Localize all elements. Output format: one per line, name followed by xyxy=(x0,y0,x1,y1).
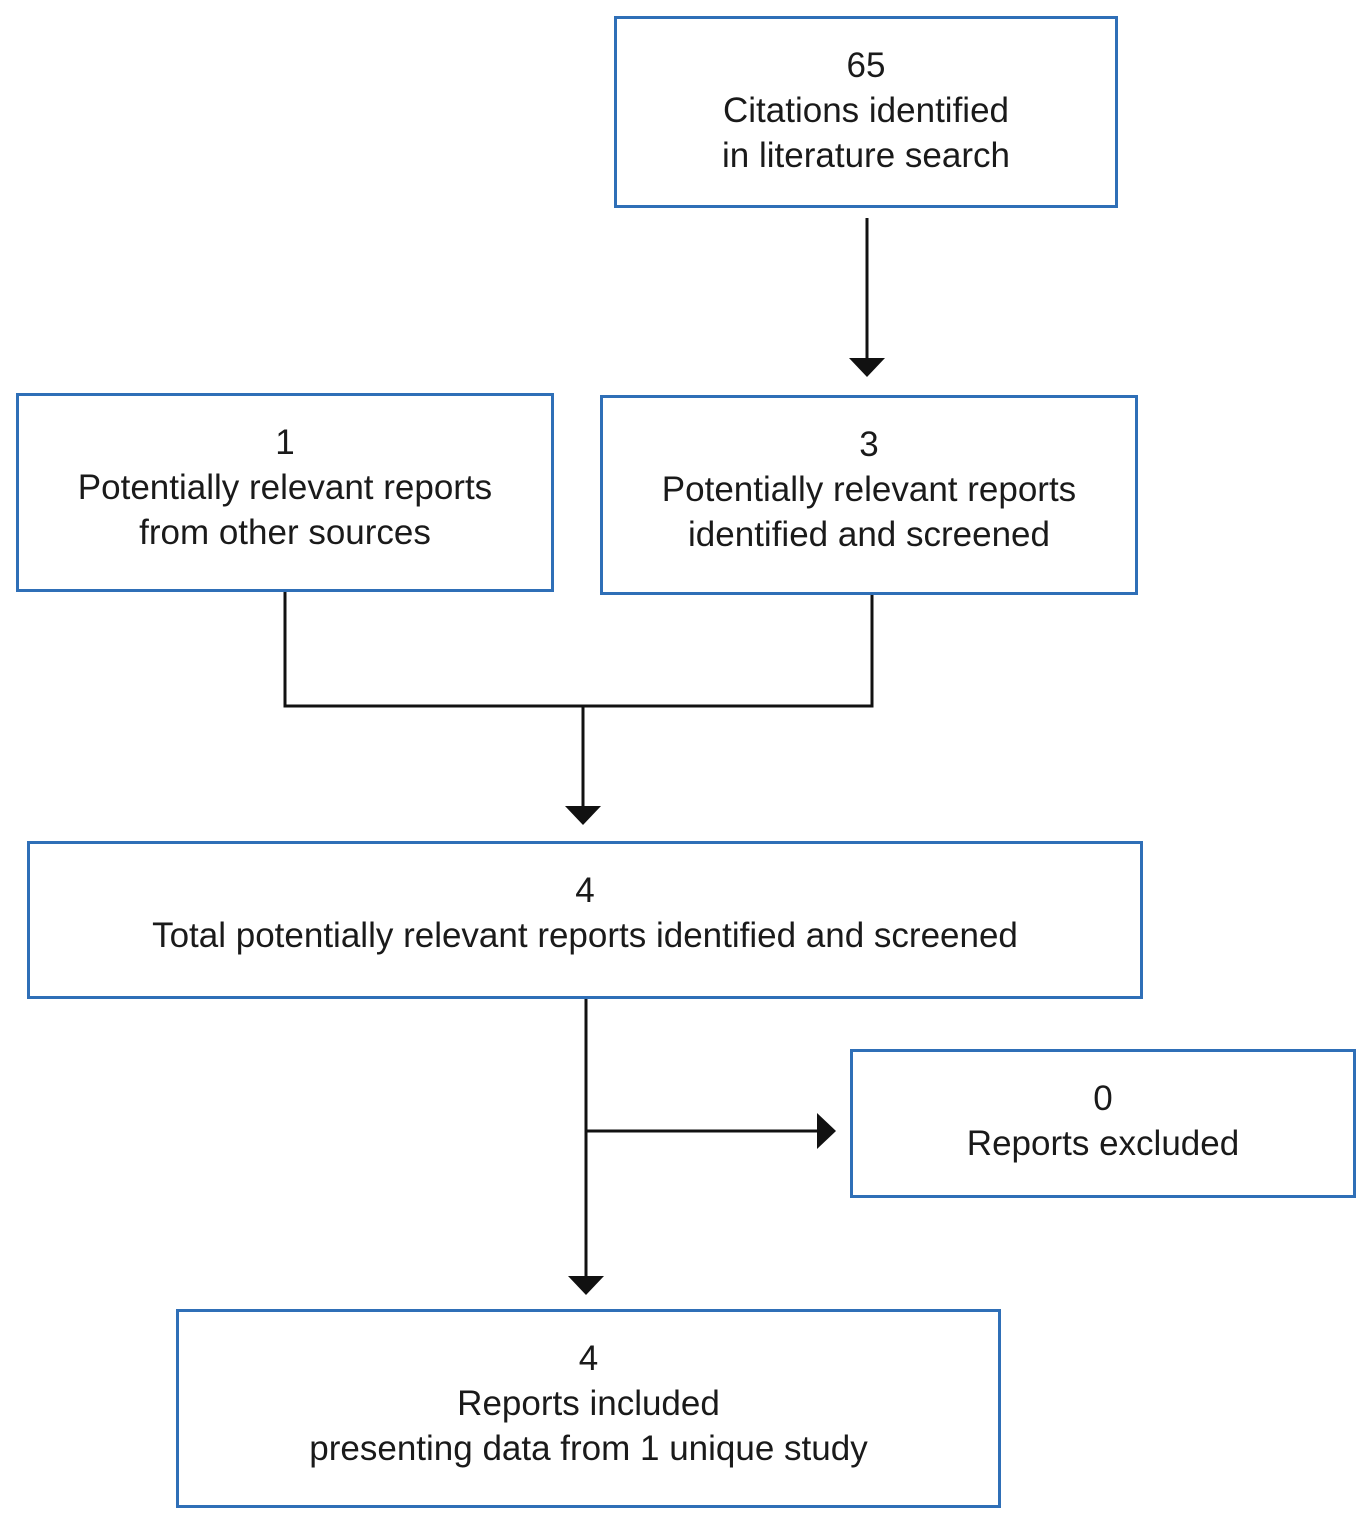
arrowhead-down-icon xyxy=(565,806,601,825)
screened-reports-box: 3 Potentially relevant reports identifie… xyxy=(600,395,1138,595)
citations-count: 65 xyxy=(846,46,886,85)
screened-count: 3 xyxy=(859,425,879,464)
arrowhead-right-icon xyxy=(817,1113,836,1149)
arrowhead-down-icon xyxy=(568,1276,604,1295)
citations-label-line2: in literature search xyxy=(722,136,1010,175)
other-sources-label-line1: Potentially relevant reports xyxy=(77,468,493,507)
other-sources-count: 1 xyxy=(275,423,295,462)
screened-label-line1: Potentially relevant reports xyxy=(661,470,1077,509)
included-reports-box: 4 Reports included presenting data from … xyxy=(176,1309,1001,1508)
total-label: Total potentially relevant reports ident… xyxy=(152,916,1018,955)
excluded-label: Reports excluded xyxy=(966,1124,1240,1163)
included-label-line1: Reports included xyxy=(457,1384,720,1423)
other-sources-box: 1 Potentially relevant reports from othe… xyxy=(16,393,554,592)
total-reports-box: 4 Total potentially relevant reports ide… xyxy=(27,841,1143,999)
included-label-line2: presenting data from 1 unique study xyxy=(309,1429,868,1468)
total-count: 4 xyxy=(575,871,595,910)
excluded-reports-box: 0 Reports excluded xyxy=(850,1049,1356,1198)
citations-label-line1: Citations identified xyxy=(723,91,1009,130)
screened-label-line2: identified and screened xyxy=(688,515,1050,554)
connector-merge xyxy=(283,592,874,708)
included-count: 4 xyxy=(578,1339,599,1378)
excluded-count: 0 xyxy=(1093,1079,1113,1118)
arrowhead-down-icon xyxy=(849,358,885,377)
citations-identified-box: 65 Citations identified in literature se… xyxy=(614,16,1118,208)
other-sources-label-line2: from other sources xyxy=(139,513,431,552)
